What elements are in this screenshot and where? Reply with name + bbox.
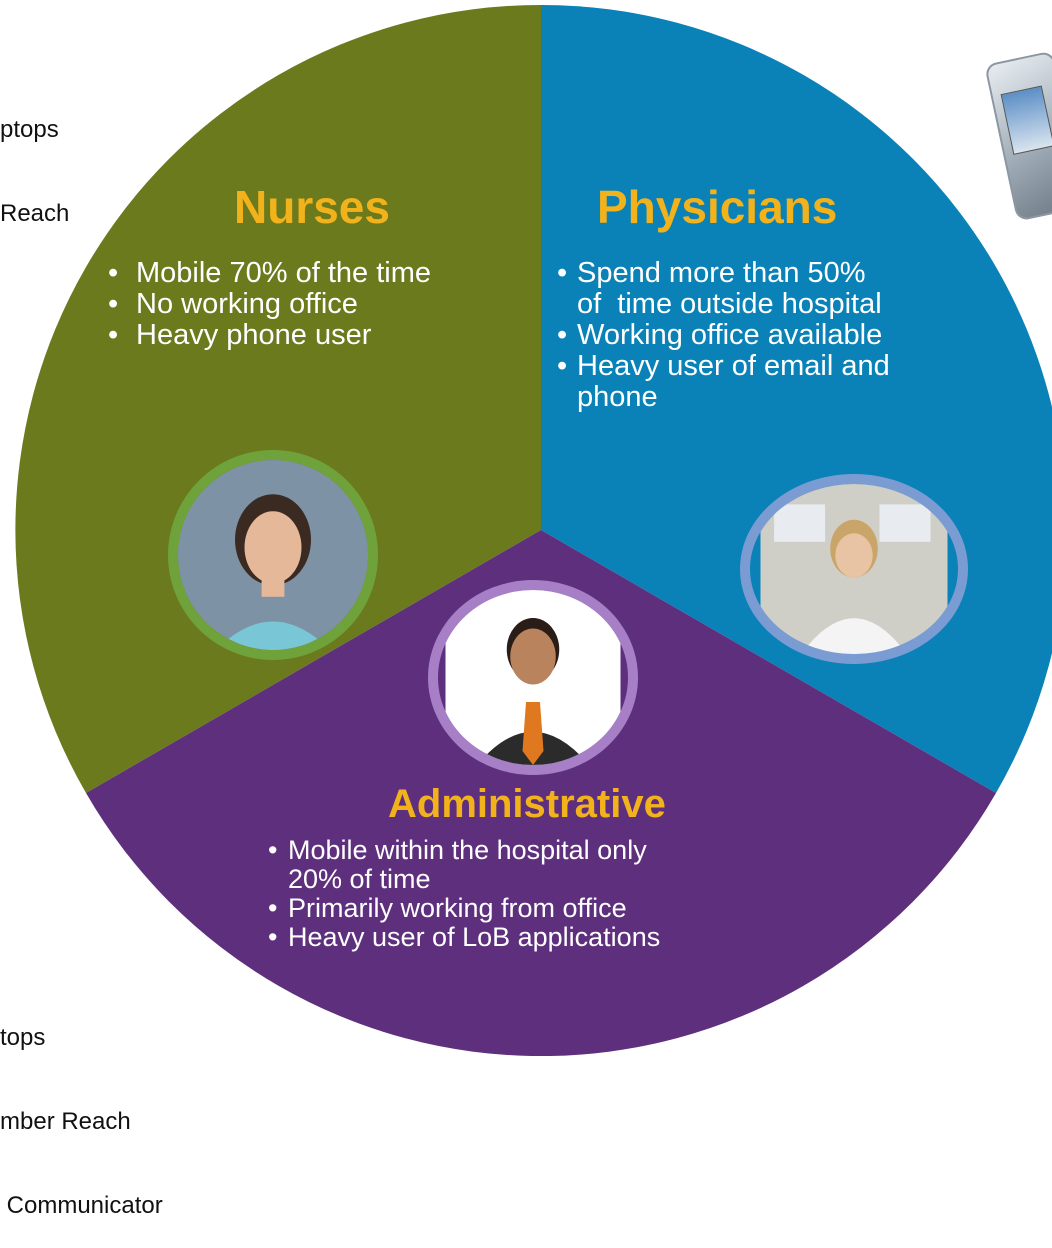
administrative-heading: Administrative bbox=[388, 782, 666, 826]
bullet-item: Heavy phone user bbox=[104, 320, 431, 352]
cropped-label-bottom: tops mber Reach Communicator bbox=[0, 968, 163, 1248]
nurses-bullet-list: Mobile 70% of the time No working office… bbox=[104, 258, 431, 352]
bullet-continuation: phone bbox=[577, 381, 658, 413]
bullet-item: •Working office available bbox=[557, 319, 883, 351]
bullet-continuation: of time outside hospital bbox=[577, 288, 882, 320]
bullet-item: •Mobile within the hospital only bbox=[268, 835, 647, 865]
bullet-item: •Primarily working from office bbox=[268, 893, 627, 923]
physicians-bullet-list: •Spend more than 50% of time outside hos… bbox=[557, 258, 890, 413]
bullet-item: •Spend more than 50% bbox=[557, 257, 866, 289]
administrator-photo-icon bbox=[428, 580, 638, 775]
cropped-line: Reach bbox=[0, 200, 70, 227]
bullet-item: •Heavy user of email and bbox=[557, 350, 890, 382]
nurses-segment bbox=[15, 4, 541, 794]
cropped-line: mber Reach bbox=[0, 1108, 131, 1135]
bullet-item: •Heavy user of LoB applications bbox=[268, 922, 661, 952]
nurse-photo-icon bbox=[168, 450, 378, 660]
cropped-line: ptops bbox=[0, 116, 59, 143]
bullet-item: Mobile 70% of the time bbox=[104, 258, 431, 290]
bullet-continuation: 20% of time bbox=[288, 864, 431, 894]
nurses-heading: Nurses bbox=[234, 181, 390, 233]
administrative-bullet-list: •Mobile within the hospital only 20% of … bbox=[268, 836, 660, 952]
cropped-line: Communicator bbox=[0, 1192, 163, 1219]
bullet-item: No working office bbox=[104, 289, 431, 321]
administrative-segment bbox=[86, 530, 996, 1056]
cropped-line: tops bbox=[0, 1024, 46, 1051]
cropped-label-top: ptops Reach bbox=[0, 60, 69, 256]
physician-photo-icon bbox=[740, 474, 968, 664]
physicians-heading: Physicians bbox=[597, 181, 838, 233]
